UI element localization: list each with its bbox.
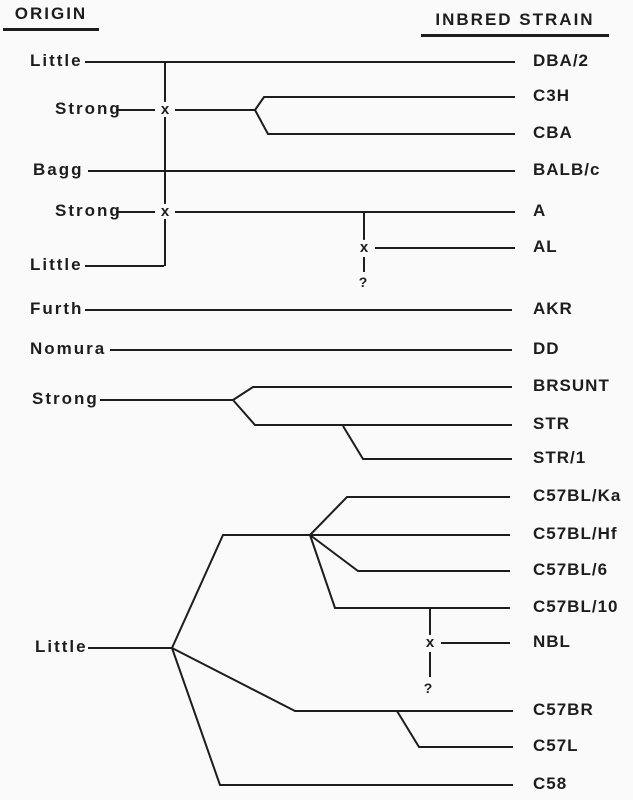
strain-label-c58: C58 bbox=[533, 774, 568, 794]
strain-label-c57bl-ka: C57BL/Ka bbox=[533, 486, 622, 506]
strain-label-dba2: DBA/2 bbox=[533, 51, 590, 71]
cross-mark-strong-little-2: x bbox=[158, 202, 172, 220]
cross-mark-al: x bbox=[357, 238, 371, 256]
strain-label-c3h: C3H bbox=[533, 86, 571, 106]
cross-mark-nbl: x bbox=[423, 633, 437, 651]
strain-label-c57bl-6: C57BL/6 bbox=[533, 560, 609, 580]
strain-label-str: STR bbox=[533, 414, 570, 434]
inbred-strain-header: INBRED STRAIN bbox=[421, 10, 609, 37]
origin-header-label: ORIGIN bbox=[14, 4, 88, 23]
strain-label-a: A bbox=[533, 201, 547, 221]
line-c3h bbox=[254, 96, 515, 111]
origin-label-bagg: Bagg bbox=[33, 160, 84, 180]
line-c57br bbox=[171, 647, 513, 712]
line-c57bl-6 bbox=[309, 534, 510, 572]
origin-label-strong-1: Strong bbox=[55, 99, 122, 119]
origin-label-nomura: Nomura bbox=[30, 339, 107, 359]
origin-header: ORIGIN bbox=[3, 4, 99, 31]
strain-label-cba: CBA bbox=[533, 123, 573, 143]
origin-label-strong-3: Strong bbox=[32, 389, 99, 409]
origin-label-little-1: Little bbox=[30, 51, 83, 71]
strain-label-dd: DD bbox=[533, 339, 560, 359]
origin-label-little-3: Little bbox=[35, 637, 88, 657]
strain-label-c57bl-hf: C57BL/Hf bbox=[533, 524, 618, 544]
strain-label-c57l: C57L bbox=[533, 736, 579, 756]
line-c57l bbox=[396, 710, 513, 748]
line-str bbox=[232, 399, 512, 426]
line-str1 bbox=[342, 425, 512, 460]
unknown-mark-al: ? bbox=[356, 274, 370, 290]
line-cba bbox=[254, 109, 515, 135]
strain-label-nbl: NBL bbox=[533, 632, 571, 652]
line-c57-stem bbox=[171, 534, 310, 649]
strain-label-balbc: BALB/c bbox=[533, 160, 601, 180]
inbred-strain-header-label: INBRED STRAIN bbox=[435, 10, 595, 29]
origin-label-furth: Furth bbox=[30, 299, 84, 319]
strain-label-c57br: C57BR bbox=[533, 700, 594, 720]
line-c57bl-ka bbox=[309, 496, 510, 536]
line-brsunt bbox=[232, 386, 512, 401]
strain-label-c57bl-10: C57BL/10 bbox=[533, 597, 619, 617]
origin-label-little-2: Little bbox=[30, 255, 83, 275]
strain-label-akr: AKR bbox=[533, 299, 573, 319]
strain-label-al: AL bbox=[533, 237, 558, 257]
line-c57bl-10 bbox=[309, 534, 510, 609]
strain-label-brsunt: BRSUNT bbox=[533, 376, 610, 396]
strain-label-str1: STR/1 bbox=[533, 448, 587, 468]
unknown-mark-nbl: ? bbox=[421, 680, 435, 696]
line-c58 bbox=[171, 647, 513, 786]
cross-mark-little-strong-1: x bbox=[158, 100, 172, 118]
origin-label-strong-2: Strong bbox=[55, 201, 122, 221]
